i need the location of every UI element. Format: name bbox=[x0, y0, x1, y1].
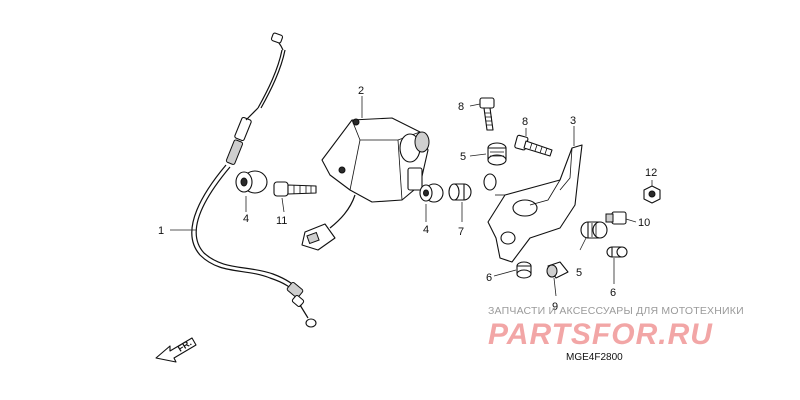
collar-part-6-right bbox=[606, 246, 628, 258]
bolt-part-10 bbox=[605, 211, 627, 225]
callout-4-left: 4 bbox=[243, 213, 249, 225]
callout-9: 9 bbox=[552, 301, 558, 313]
callout-12: 12 bbox=[645, 167, 657, 179]
callout-1: 1 bbox=[158, 225, 164, 237]
cable-part-1 bbox=[191, 32, 317, 328]
nut-part-12 bbox=[643, 185, 661, 204]
pin-part-9 bbox=[546, 261, 569, 279]
callout-7: 7 bbox=[458, 226, 464, 238]
bolt-part-8-top bbox=[479, 97, 495, 131]
callout-6-right: 6 bbox=[610, 287, 616, 299]
watermark-logo: PARTSFOR.RU bbox=[488, 318, 713, 351]
bolt-part-8-side bbox=[514, 134, 553, 157]
callout-6-left: 6 bbox=[486, 272, 492, 284]
callout-11: 11 bbox=[276, 215, 287, 227]
watermark-caption: ЗАПЧАСТИ И АКСЕССУАРЫ ДЛЯ МОТОТЕХНИКИ bbox=[488, 305, 744, 317]
leader-lines bbox=[170, 96, 653, 297]
collar-part-7 bbox=[448, 183, 472, 201]
callout-8-side: 8 bbox=[522, 116, 528, 128]
callout-8-top: 8 bbox=[458, 101, 464, 113]
front-direction-arrow-icon: FR. bbox=[155, 337, 197, 363]
grommet-part-4-left bbox=[235, 170, 268, 194]
actuator-part-2 bbox=[301, 117, 430, 251]
damper-part-5-top bbox=[487, 142, 507, 166]
diagram-code: MGE4F2800 bbox=[566, 352, 623, 363]
damper-part-5-bottom bbox=[580, 221, 608, 239]
bracket-part-3 bbox=[483, 144, 583, 263]
collar-part-6-left bbox=[516, 261, 532, 279]
callout-3: 3 bbox=[570, 115, 576, 127]
grommet-part-4-right bbox=[419, 183, 444, 203]
callout-10: 10 bbox=[638, 217, 650, 229]
callout-5-top: 5 bbox=[460, 151, 466, 163]
callout-numbers: 1 2 3 4 4 5 5 6 6 7 8 8 9 10 11 12 bbox=[158, 85, 657, 313]
callout-2: 2 bbox=[358, 85, 364, 97]
callout-5-bottom: 5 bbox=[576, 267, 582, 279]
bolt-part-11 bbox=[273, 181, 317, 197]
callout-4-right: 4 bbox=[423, 224, 429, 236]
